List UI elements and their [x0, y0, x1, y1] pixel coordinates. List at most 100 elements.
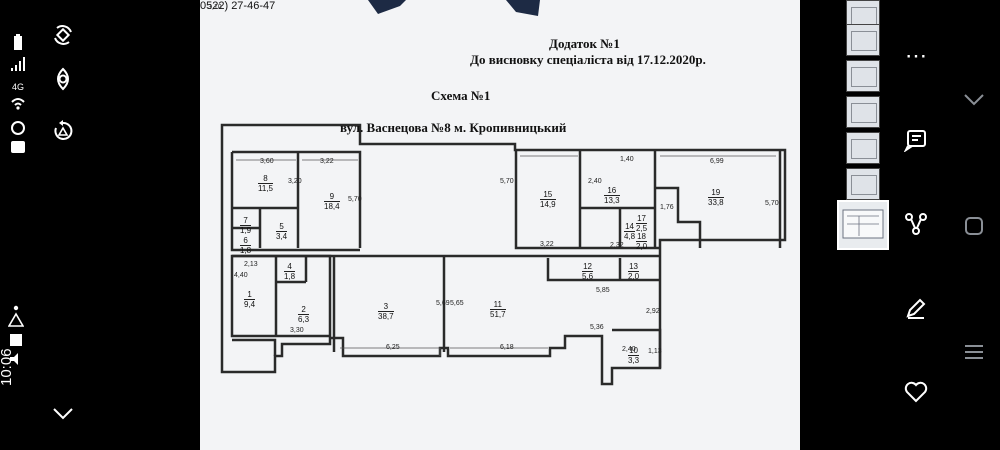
room-area: 11,5 [258, 184, 273, 193]
room-area: 2,0 [628, 272, 640, 281]
document-image: 0522) 27-46-47 Додаток №1 До висновку сп… [200, 0, 800, 450]
room-number: 9 [324, 192, 340, 202]
room-area: 6,3 [298, 315, 310, 324]
room-number: 7 [240, 216, 252, 226]
dimension-label: 3,22 [540, 241, 554, 248]
appendix-title: Додаток №1 [549, 36, 620, 51]
dimension-label: 2,40 [588, 178, 602, 185]
address: вул. Васнецова №8 м. Кропивницький [340, 120, 567, 135]
room-number: 5 [276, 222, 288, 232]
volume-icon [8, 352, 24, 366]
room-area: 1,8 [284, 272, 296, 281]
room-area: 1,8 [240, 246, 252, 255]
scheme-title: Схема №1 [431, 88, 491, 103]
dimension-label: 3,60 [260, 158, 274, 165]
dimension-label: 1,76 [660, 204, 674, 211]
home-icon[interactable] [958, 210, 990, 242]
battery-icon [12, 34, 24, 52]
right-panel: ⋯ [800, 0, 1000, 450]
dimension-label: 2,40 [622, 346, 636, 353]
thumbnail[interactable] [846, 168, 880, 200]
floor-plan-drawing [220, 0, 787, 386]
room-number: 8 [258, 174, 273, 184]
extract-text-icon[interactable] [900, 124, 932, 156]
room-number: 1 [244, 290, 256, 300]
thumbnail[interactable] [846, 132, 880, 164]
dimension-label: 2,13 [244, 261, 258, 268]
thumbnail-active[interactable] [837, 200, 889, 250]
dimension-label: 2,92 [646, 308, 660, 315]
focus-icon[interactable] [48, 64, 78, 94]
thumbnail[interactable] [846, 60, 880, 92]
room-area: 51,7 [490, 310, 506, 319]
share-icon[interactable] [900, 208, 932, 240]
dimension-label: 1,40 [620, 156, 634, 163]
room-area: 4,8 [624, 232, 636, 241]
room-area: 33,8 [708, 198, 724, 207]
nfc-icon [10, 140, 26, 154]
left-panel: 4G 10:06 [0, 0, 200, 450]
auto-rotate-icon[interactable] [48, 20, 78, 50]
room-area: 14,9 [540, 200, 556, 209]
thumbnail[interactable] [846, 96, 880, 128]
room-area: 9,4 [244, 300, 256, 309]
dimension-label: 5,85 [596, 287, 610, 294]
room-number: 19 [708, 188, 724, 198]
room-number: 4 [284, 262, 296, 272]
room-number: 2 [298, 305, 310, 315]
back-icon[interactable] [48, 398, 78, 428]
wifi-icon [10, 96, 26, 112]
dimension-label: 6,18 [500, 344, 514, 351]
more-options-icon[interactable]: ⋯ [900, 40, 932, 72]
room-number: 15 [540, 190, 556, 200]
edit-icon[interactable] [900, 292, 932, 324]
favorite-icon[interactable] [900, 376, 932, 408]
dimension-label: 5,70 [500, 178, 514, 185]
thumbnail[interactable] [846, 24, 880, 56]
dimension-label: 6,99 [710, 158, 724, 165]
gallery-notification-icon [8, 332, 24, 348]
room-number: 13 [628, 262, 640, 272]
room-area: 38,7 [378, 312, 394, 321]
dimension-label: 3,30 [290, 327, 304, 334]
room-number: 14 [624, 222, 636, 232]
room-number: 11 [490, 300, 506, 310]
room-number: 18 [636, 232, 648, 242]
room-area: 3,3 [628, 356, 640, 365]
room-area: 5,6 [582, 272, 594, 281]
network-type-label: 4G [12, 82, 25, 92]
room-area: 18,4 [324, 202, 340, 211]
room-area: 3,4 [276, 232, 288, 241]
rotate-icon[interactable] [48, 116, 78, 146]
dimension-label: 2,32 [610, 242, 624, 249]
recents-icon[interactable] [958, 336, 990, 368]
dimension-label: 3,22 [320, 158, 334, 165]
dimension-label: 6,25 [386, 344, 400, 351]
dimension-label: 4,40 [234, 272, 248, 279]
status-time: 10:06 [0, 348, 15, 386]
notification-dot-icon [13, 298, 19, 311]
dimension-label: 5,69 [436, 300, 450, 307]
chevron-down-icon[interactable] [958, 84, 990, 116]
dimension-label: 5,65 [450, 300, 464, 307]
alarm-icon [10, 120, 26, 136]
room-area: 2,0 [636, 242, 648, 251]
dimension-label: 5,70 [765, 200, 779, 207]
warning-icon [7, 312, 25, 328]
